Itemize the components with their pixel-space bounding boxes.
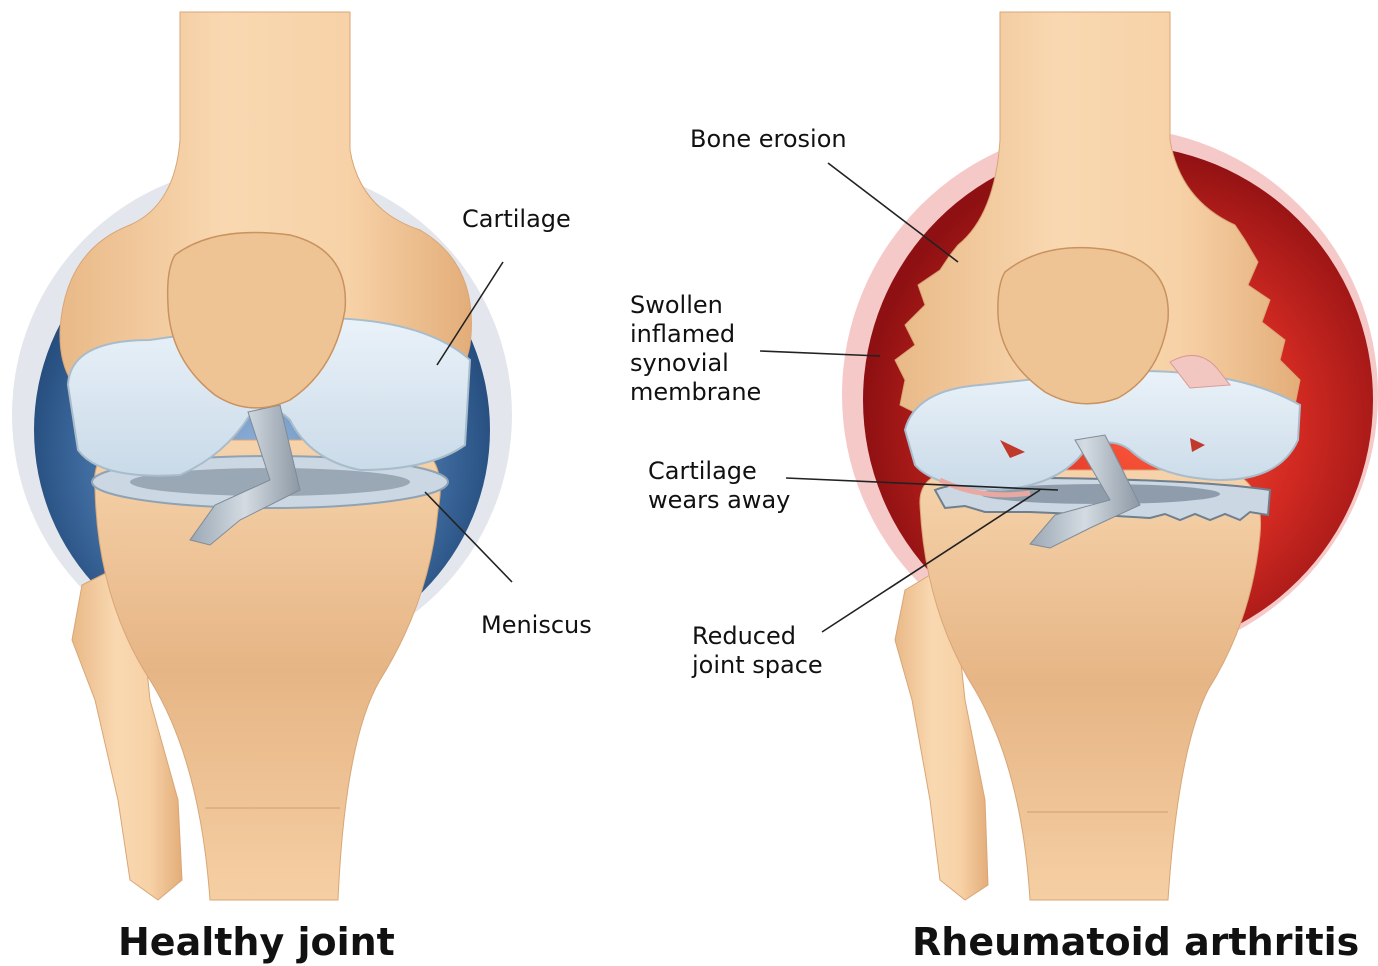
- ra-joint-illustration: [760, 12, 1378, 900]
- label-bone-erosion: Bone erosion: [690, 125, 847, 154]
- healthy-joint-illustration: [12, 12, 512, 900]
- label-cartilage-wears-away: Cartilage wears away: [648, 457, 790, 515]
- caption-rheumatoid-arthritis: Rheumatoid arthritis: [912, 920, 1359, 964]
- label-meniscus: Meniscus: [481, 611, 592, 640]
- label-cartilage: Cartilage: [462, 205, 571, 234]
- label-swollen-membrane: Swollen inflamed synovial membrane: [630, 291, 761, 407]
- label-reduced-joint-space: Reduced joint space: [692, 622, 823, 680]
- caption-healthy-joint: Healthy joint: [118, 920, 395, 964]
